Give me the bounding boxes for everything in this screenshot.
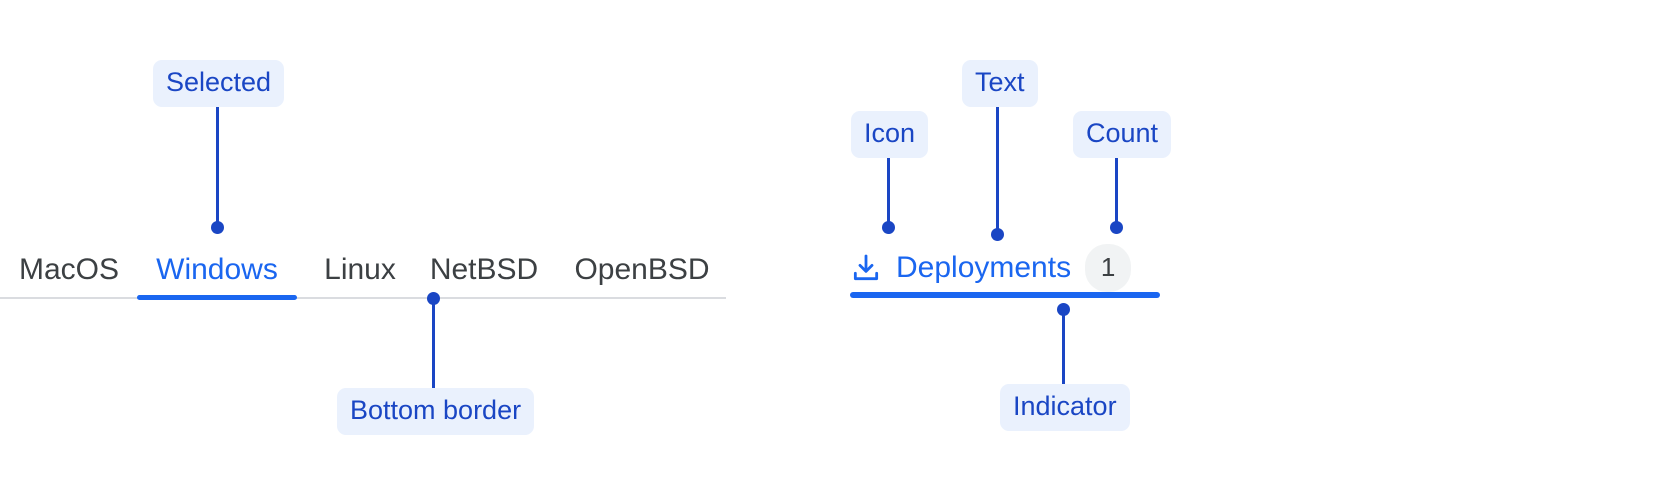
tab-active-indicator <box>137 295 297 300</box>
leader-line-selected <box>216 107 219 226</box>
tabbar: MacOS Windows Linux NetBSD OpenBSD <box>0 243 726 300</box>
leader-line-count <box>1115 158 1118 226</box>
leader-line-indicator <box>1062 309 1065 385</box>
download-icon <box>850 252 882 284</box>
deployments-count-badge: 1 <box>1085 244 1132 292</box>
annotation-bottom-border: Bottom border <box>337 388 535 435</box>
leader-dot-icon <box>882 221 895 234</box>
leader-dot-count <box>1110 221 1123 234</box>
tab-macos[interactable]: MacOS <box>18 253 120 286</box>
tabbar-bottom-border <box>0 297 726 299</box>
tab-deployments-label: Deployments <box>896 251 1072 284</box>
leader-line-icon <box>887 158 890 226</box>
annotation-icon: Icon <box>851 111 929 158</box>
leader-dot-text <box>991 228 1004 241</box>
annotation-count: Count <box>1073 111 1172 158</box>
leader-dot-selected <box>211 221 224 234</box>
annotation-indicator: Indicator <box>1000 384 1130 431</box>
leader-line-bottom-border <box>432 298 435 388</box>
annotation-text: Text <box>962 60 1038 107</box>
tab-deployments-indicator <box>850 292 1160 298</box>
leader-line-text <box>996 107 999 233</box>
tab-deployments[interactable]: Deployments 1 <box>850 240 1132 296</box>
annotation-selected: Selected <box>153 60 285 107</box>
tab-netbsd[interactable]: NetBSD <box>429 253 539 286</box>
tab-windows[interactable]: Windows <box>156 253 278 286</box>
tab-linux[interactable]: Linux <box>324 253 396 286</box>
tab-openbsd[interactable]: OpenBSD <box>574 253 710 286</box>
